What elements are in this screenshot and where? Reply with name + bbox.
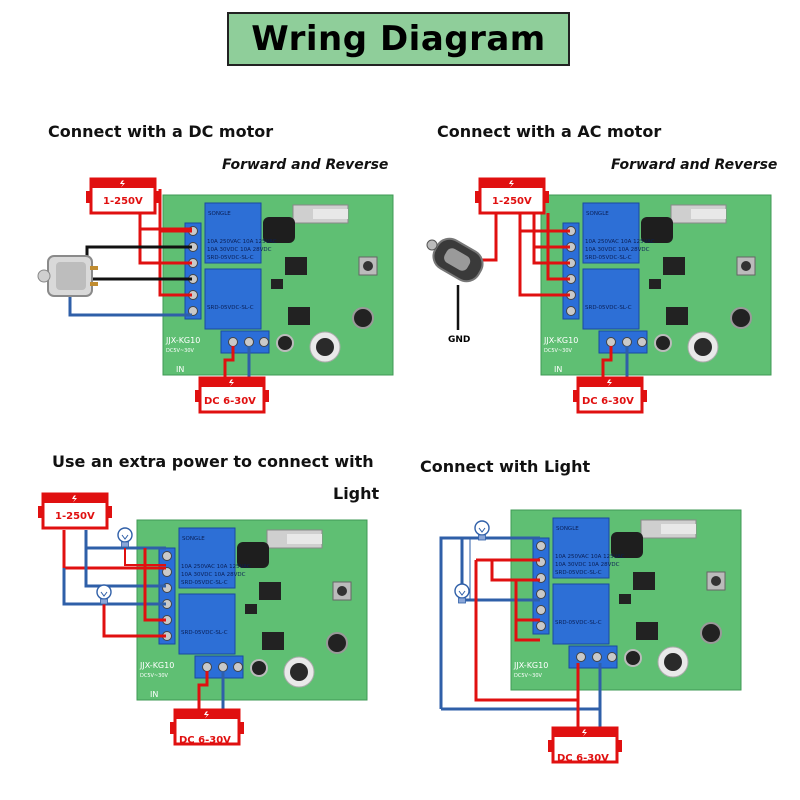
board-model-label: JJX-KG10 — [139, 661, 174, 670]
board-voltage-label: DC5V~30V — [514, 673, 542, 679]
panel-4-diagram: SONGLE 10A 250VAC 10A 125VAC 10A 30VDC 1… — [439, 509, 742, 764]
panel-3-heading-line2: Light — [333, 484, 380, 503]
relay-model-label: SRD-05VDC-SL-C — [585, 305, 632, 311]
board-voltage-label: DC5V~30V — [140, 673, 168, 679]
ac-motor-icon — [426, 237, 484, 283]
panel-4-heading: Connect with Light — [420, 457, 591, 476]
panel-2-board-supply-label: DC 6-30V — [582, 396, 634, 407]
page-title: Wring Diagram — [251, 19, 546, 59]
board-voltage-label: DC5V~30V — [166, 348, 194, 354]
relay-model-label: SRD-05VDC-SL-C — [585, 255, 632, 261]
relay-rating-2: 10A 30VDC 10A 28VDC — [585, 247, 650, 253]
panel-1-subtitle: Forward and Reverse — [222, 157, 389, 173]
panel-1-load-supply-label: 1-250V — [103, 196, 143, 207]
relay-rating-1: 10A 250VAC 10A 125VAC — [585, 239, 655, 245]
panel-4-board-supply-label: DC 6-30V — [557, 753, 609, 764]
board-model-label: JJX-KG10 — [513, 661, 548, 670]
board-input-label: IN — [176, 365, 184, 374]
board-input-label: IN — [150, 690, 158, 699]
relay-rating-2: 10A 30VDC 10A 28VDC — [181, 572, 246, 578]
relay-model-label: SRD-05VDC-SL-C — [181, 630, 228, 636]
relay-model-label: SRD-05VDC-SL-C — [207, 255, 254, 261]
board-input-label: IN — [524, 690, 532, 699]
board-model-label: JJX-KG10 — [543, 336, 578, 345]
title-banner: Wring Diagram — [227, 12, 570, 66]
relay-rating-1: 10A 250VAC 10A 125VAC — [207, 239, 277, 245]
panel-1-heading: Connect with a DC motor — [48, 122, 274, 141]
panel-3-board-supply-label: DC 6-30V — [179, 735, 231, 746]
bulb-icon — [96, 584, 112, 605]
relay-rating-1: 10A 250VAC 10A 125VAC — [181, 564, 251, 570]
board-input-label: IN — [554, 365, 562, 374]
board-model-label: JJX-KG10 — [165, 336, 200, 345]
panel-3-diagram: SONGLE 10A 250VAC 10A 125VAC 10A 30VDC 1… — [36, 492, 368, 746]
panel-2-heading: Connect with a AC motor — [437, 122, 662, 141]
relay-brand-label: SONGLE — [556, 526, 579, 532]
relay-brand-label: SONGLE — [182, 536, 205, 542]
panel-3-heading-line1: Use an extra power to connect with — [52, 452, 374, 471]
panel-3-load-supply-label: 1-250V — [55, 511, 95, 522]
panel-2-load-supply-label: 1-250V — [492, 196, 532, 207]
ground-label: GND — [448, 335, 470, 345]
bulb-icon — [117, 527, 133, 548]
panel-2-subtitle: Forward and Reverse — [611, 157, 778, 173]
relay-model-label: SRD-05VDC-SL-C — [207, 305, 254, 311]
panel-1-diagram: SONGLE 10A 250VAC 10A 125VAC 10A 30VDC 1… — [37, 177, 394, 414]
dc-motor-icon — [37, 255, 98, 297]
relay-model-label: SRD-05VDC-SL-C — [181, 580, 228, 586]
panel-1-board-supply-label: DC 6-30V — [204, 396, 256, 407]
relay-model-label: SRD-05VDC-SL-C — [555, 570, 602, 576]
relay-rating-2: 10A 30VDC 10A 28VDC — [207, 247, 272, 253]
relay-rating-2: 10A 30VDC 10A 28VDC — [555, 562, 620, 568]
relay-rating-1: 10A 250VAC 10A 125VAC — [555, 554, 625, 560]
relay-brand-label: SONGLE — [208, 211, 231, 217]
relay-brand-label: SONGLE — [586, 211, 609, 217]
relay-model-label: SRD-05VDC-SL-C — [555, 620, 602, 626]
board-voltage-label: DC5V~30V — [544, 348, 572, 354]
panel-2-diagram: SONGLE 10A 250VAC 10A 125VAC 10A 30VDC 1… — [426, 177, 772, 414]
